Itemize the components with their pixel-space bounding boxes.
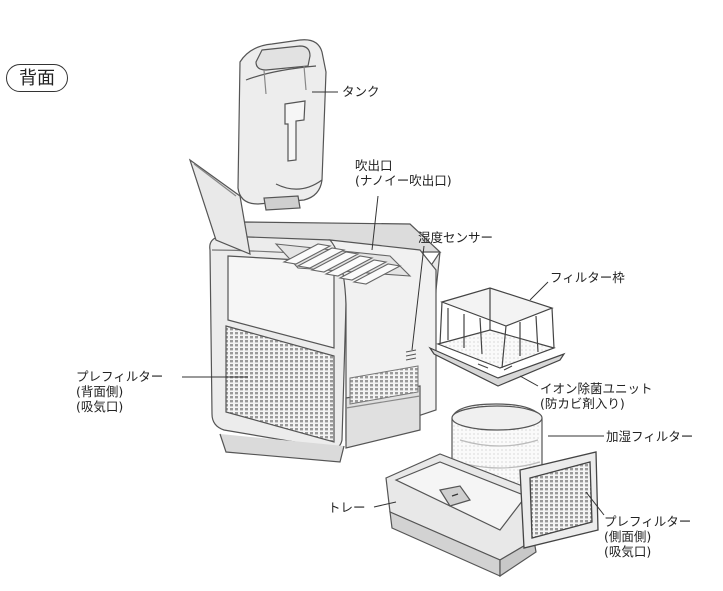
label-tank: タンク <box>342 84 380 99</box>
label-outlet-line1: 吹出口 <box>355 158 393 173</box>
label-humidifying-filter: 加湿フィルター <box>606 429 694 444</box>
label-prefilter-side-line3: (吸気口) <box>604 544 652 559</box>
label-ion-unit: イオン除菌ユニット (防カビ剤入り) <box>540 381 653 411</box>
label-humidity-sensor: 湿度センサー <box>418 230 494 245</box>
back-cover-flap <box>188 158 251 255</box>
side-intake-grille <box>349 349 419 405</box>
label-prefilter-side-line1: プレフィルター <box>604 514 692 529</box>
tray <box>385 453 539 578</box>
label-prefilter-back-line2: (背面側) <box>76 384 124 399</box>
section-title-badge: 背面 <box>6 64 68 92</box>
label-outlet: 吹出口 (ナノイー吹出口) <box>355 158 452 188</box>
filter-frame <box>428 287 566 387</box>
label-ion-unit-line2: (防カビ剤入り) <box>540 396 625 411</box>
label-filter-frame: フィルター枠 <box>550 270 625 285</box>
label-prefilter-back-line1: プレフィルター <box>76 369 164 384</box>
side-prefilter <box>519 451 599 549</box>
label-ion-unit-line1: イオン除菌ユニット <box>540 381 653 396</box>
label-tray: トレー <box>328 500 366 515</box>
label-prefilter-side-line2: (側面側) <box>604 529 652 544</box>
label-prefilter-back-line3: (吸気口) <box>76 399 124 414</box>
label-prefilter-back: プレフィルター (背面側) (吸気口) <box>76 369 163 414</box>
label-outlet-line2: (ナノイー吹出口) <box>355 173 452 188</box>
outlet-louvers <box>274 243 412 285</box>
label-prefilter-side: プレフィルター (側面側) (吸気口) <box>604 514 691 559</box>
leader-lines <box>182 91 605 516</box>
water-tank <box>237 39 327 211</box>
